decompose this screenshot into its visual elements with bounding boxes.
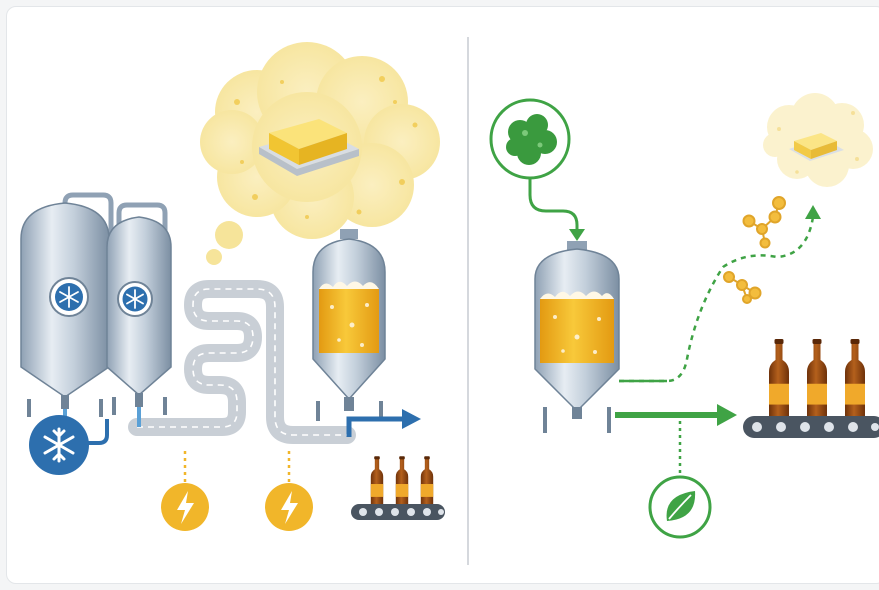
molecule-icon xyxy=(744,197,786,248)
refrigeration-badge xyxy=(29,415,89,475)
compound-release-flow xyxy=(619,217,813,381)
compound-release-arrow xyxy=(805,205,821,219)
butter-thought-cloud xyxy=(200,42,440,265)
enzyme-badge xyxy=(491,100,569,178)
coolant-line xyxy=(87,419,107,443)
bottle-conveyor-left xyxy=(351,456,445,520)
beer-bottle-icon xyxy=(371,456,383,504)
beer-bottle-icon xyxy=(396,456,408,504)
beer-bottle-icon xyxy=(807,339,827,416)
sustainability-badge xyxy=(650,477,710,537)
output-flow-line xyxy=(349,419,402,437)
beer-bottle-icon xyxy=(845,339,865,416)
energy-marker-2 xyxy=(265,451,313,531)
enzyme-addition-arrow xyxy=(569,229,585,241)
cold-lagering-tank-2 xyxy=(107,205,171,415)
fermenter-tank-left xyxy=(313,229,385,421)
beer-bottle-icon xyxy=(421,456,433,504)
energy-marker-1 xyxy=(161,451,209,531)
enzyme-addition-line xyxy=(530,178,577,231)
left-panel-traditional-process xyxy=(21,42,445,531)
beer-bottle-icon xyxy=(769,339,789,416)
fast-output-arrow xyxy=(717,404,737,426)
illustration-card xyxy=(6,6,879,584)
fermenter-tank-right xyxy=(535,241,619,433)
reduced-butter-cloud xyxy=(763,93,873,187)
cold-lagering-tank-1 xyxy=(21,195,111,417)
brewing-process-comparison-diagram xyxy=(7,7,879,584)
molecule-icon xyxy=(724,272,761,303)
output-arrow xyxy=(402,409,421,429)
right-panel-enzyme-process xyxy=(491,93,879,537)
bottle-conveyor-right xyxy=(743,339,879,438)
